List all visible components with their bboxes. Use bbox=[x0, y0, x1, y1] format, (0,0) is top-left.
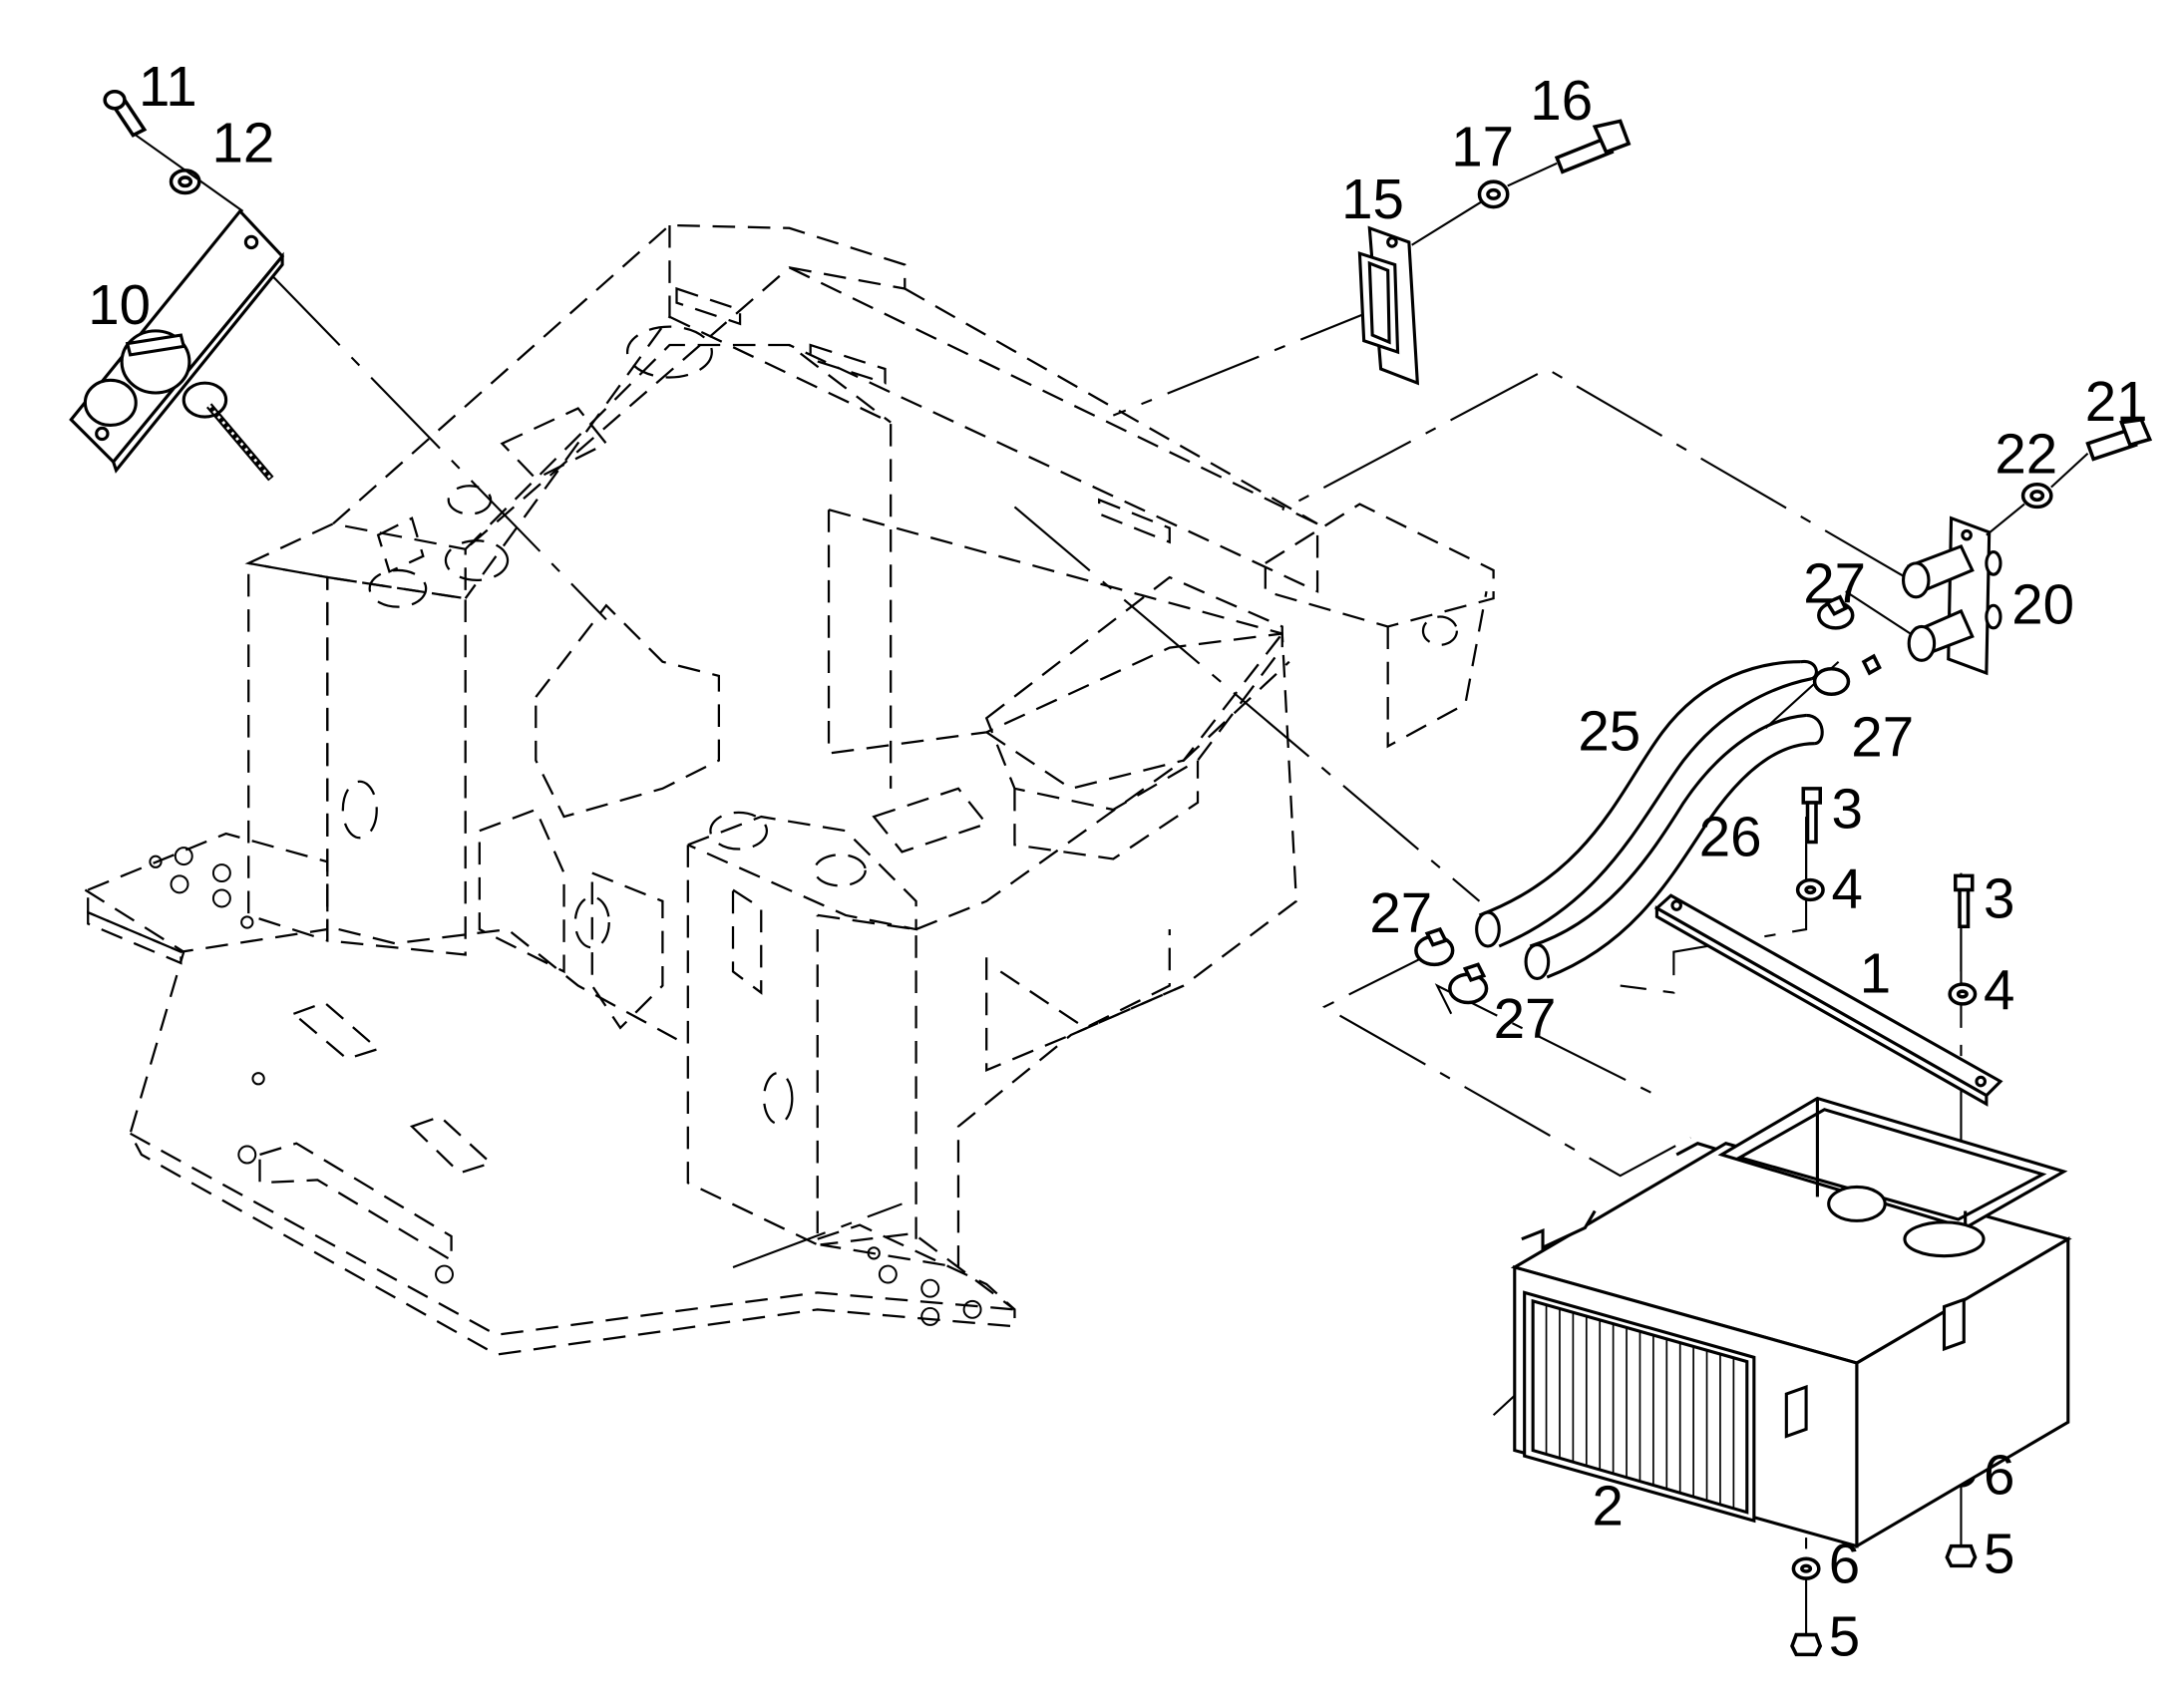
label-11: 11 bbox=[139, 55, 197, 118]
connector-plate-15 bbox=[1357, 225, 1420, 386]
label-3-right: 3 bbox=[1984, 867, 2014, 930]
label-6-left: 6 bbox=[1829, 1532, 1860, 1594]
label-27-lower-right: 27 bbox=[1494, 987, 1557, 1050]
nut-5-left bbox=[1790, 1632, 1823, 1657]
hose-clamp-27-upper bbox=[1817, 594, 1855, 630]
hose-25 bbox=[1475, 659, 1818, 948]
leader-20-21 bbox=[1986, 452, 2089, 536]
hose-clamp-27-lower-left bbox=[1414, 926, 1455, 967]
label-16: 16 bbox=[1530, 69, 1593, 132]
label-20: 20 bbox=[2011, 573, 2074, 636]
label-27-lower-left: 27 bbox=[1369, 881, 1432, 944]
hose-clamp-27-lower-right bbox=[1448, 962, 1489, 1005]
label-21: 21 bbox=[2085, 370, 2148, 433]
label-22: 22 bbox=[1995, 422, 2057, 485]
washer-4-left bbox=[1795, 877, 1825, 902]
label-3-left: 3 bbox=[1832, 777, 1863, 840]
washer-12 bbox=[169, 169, 201, 195]
leader-15-16 bbox=[1411, 162, 1558, 246]
fitting-plate-20 bbox=[1901, 515, 2002, 676]
label-5-right: 5 bbox=[1984, 1522, 2014, 1584]
label-1: 1 bbox=[1860, 942, 1891, 1005]
leader-11-12 bbox=[135, 134, 244, 212]
machine-frame bbox=[84, 223, 1495, 1356]
base-plate-holes bbox=[149, 847, 982, 1326]
label-15: 15 bbox=[1341, 168, 1404, 230]
label-12: 12 bbox=[211, 111, 274, 173]
label-25: 25 bbox=[1578, 700, 1640, 763]
box-grille-ribs bbox=[1545, 1304, 1735, 1509]
switch-bracket-10 bbox=[69, 208, 285, 482]
label-10: 10 bbox=[88, 273, 151, 336]
nut-5-right bbox=[1945, 1543, 1978, 1568]
bolt-21 bbox=[2085, 417, 2153, 462]
hold-down-strap-1 bbox=[1653, 893, 2003, 1107]
label-6-right: 6 bbox=[1984, 1443, 2014, 1506]
bolt-3-left bbox=[1801, 787, 1822, 845]
label-4-left: 4 bbox=[1832, 857, 1863, 920]
label-17: 17 bbox=[1451, 116, 1514, 178]
hose-clamp-27-mid bbox=[1812, 653, 1882, 696]
bolt-3-right bbox=[1954, 873, 1975, 928]
label-4-right: 4 bbox=[1984, 959, 2014, 1022]
bolt-11 bbox=[103, 90, 148, 138]
label-27-upper: 27 bbox=[1803, 551, 1866, 614]
washer-17 bbox=[1477, 179, 1510, 209]
washer-4-right bbox=[1948, 982, 1978, 1006]
washer-22 bbox=[2020, 483, 2053, 510]
washer-6-left bbox=[1791, 1556, 1821, 1580]
callout-labels: 1 2 3 3 4 4 5 5 6 6 10 11 12 15 16 17 20… bbox=[88, 55, 2147, 1668]
label-27-mid: 27 bbox=[1851, 705, 1914, 768]
bolt-16 bbox=[1554, 119, 1632, 174]
hose-26 bbox=[1524, 713, 1824, 981]
label-26: 26 bbox=[1699, 806, 1762, 868]
label-2: 2 bbox=[1592, 1474, 1623, 1537]
label-5-left: 5 bbox=[1829, 1605, 1860, 1668]
